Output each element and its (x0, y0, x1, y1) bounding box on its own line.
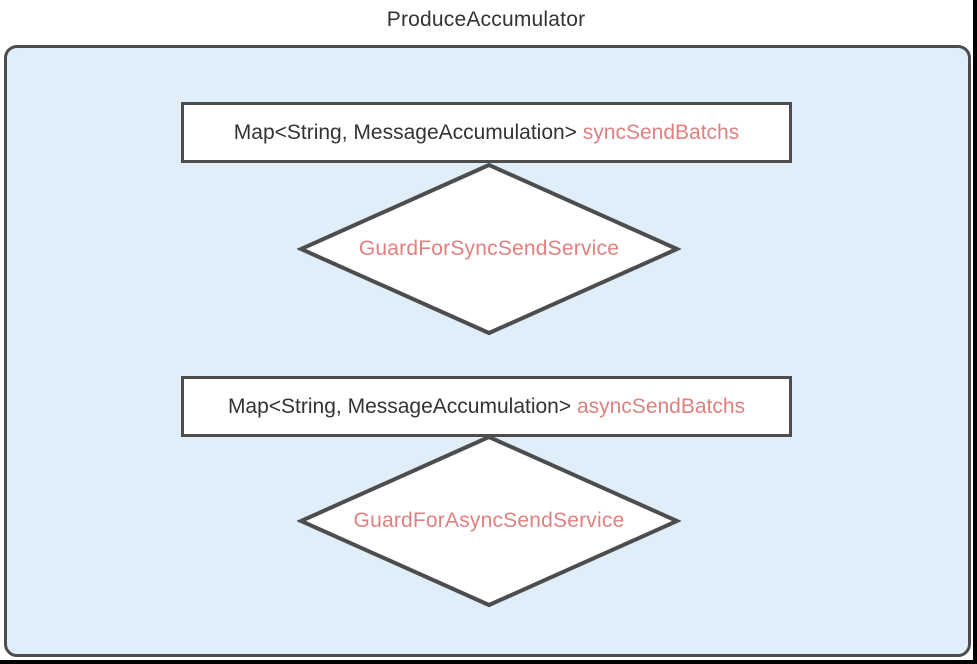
sync-send-batchs-rect: Map<String, MessageAccumulation> syncSen… (181, 102, 792, 163)
screen-bottom-edge (0, 660, 977, 664)
sync-guard-label: GuardForSyncSendService (358, 237, 620, 260)
diamond-shape (297, 162, 681, 336)
async-map-type-label: Map<String, MessageAccumulation> (227, 394, 577, 418)
sync-map-type-label: Map<String, MessageAccumulation> (233, 120, 583, 144)
screen-right-edge (973, 0, 977, 664)
diagram-title: ProduceAccumulator (386, 8, 586, 31)
guard-for-sync-send-service-diamond: GuardForSyncSendService (297, 161, 681, 337)
sync-map-name-label: syncSendBatchs (582, 120, 740, 144)
async-map-name-label: asyncSendBatchs (576, 394, 746, 418)
diamond-shape (297, 434, 681, 608)
async-guard-label: GuardForAsyncSendService (353, 509, 625, 532)
async-send-batchs-rect: Map<String, MessageAccumulation> asyncSe… (181, 376, 792, 437)
guard-for-async-send-service-diamond: GuardForAsyncSendService (297, 433, 681, 609)
